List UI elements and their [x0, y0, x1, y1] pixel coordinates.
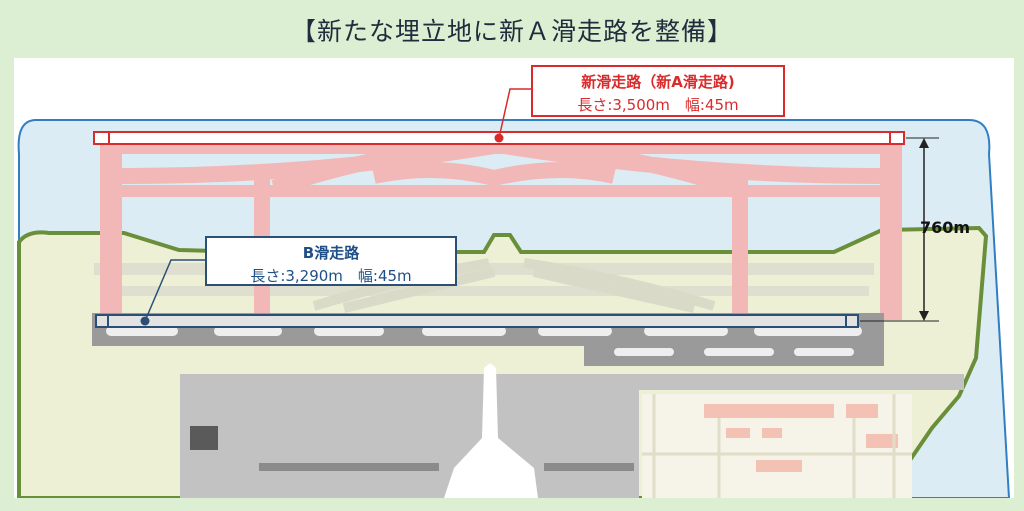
new-runway-callout: 新滑走路（新A滑走路) 長さ:3,500m 幅:45m — [531, 65, 785, 117]
airport-layout-svg — [17, 88, 1011, 498]
new-runway-name: 新滑走路（新A滑走路) — [581, 73, 735, 91]
airport-map: 新滑走路（新A滑走路) 長さ:3,500m 幅:45m B滑走路 長さ:3,29… — [14, 58, 1014, 498]
separation-arrowhead-bottom — [919, 311, 929, 321]
new-taxiway-arches — [121, 138, 881, 196]
new-runway-specs: 長さ:3,500m 幅:45m — [577, 96, 739, 114]
landside-roads — [642, 394, 912, 498]
b-runway-name: B滑走路 — [302, 244, 360, 262]
landside-buildings — [704, 404, 898, 472]
b-runway-callout: B滑走路 長さ:3,290m 幅:45m — [205, 236, 457, 286]
b-runway-specs: 長さ:3,290m 幅:45m — [250, 267, 412, 285]
terminal-building-dark — [190, 426, 218, 450]
b-runway-leader-line — [144, 259, 207, 322]
taxiway-stubs — [106, 326, 862, 356]
new-a-runway-leader-line — [498, 88, 533, 139]
separation-arrowhead-top — [919, 138, 929, 148]
runway-separation-label: 760m — [920, 218, 971, 237]
b-runway — [95, 314, 859, 328]
terminal-pier — [444, 363, 538, 498]
terminal-gates — [259, 463, 634, 471]
diagram-title: 【新たな埋立地に新Ａ滑走路を整備】 — [290, 17, 733, 46]
